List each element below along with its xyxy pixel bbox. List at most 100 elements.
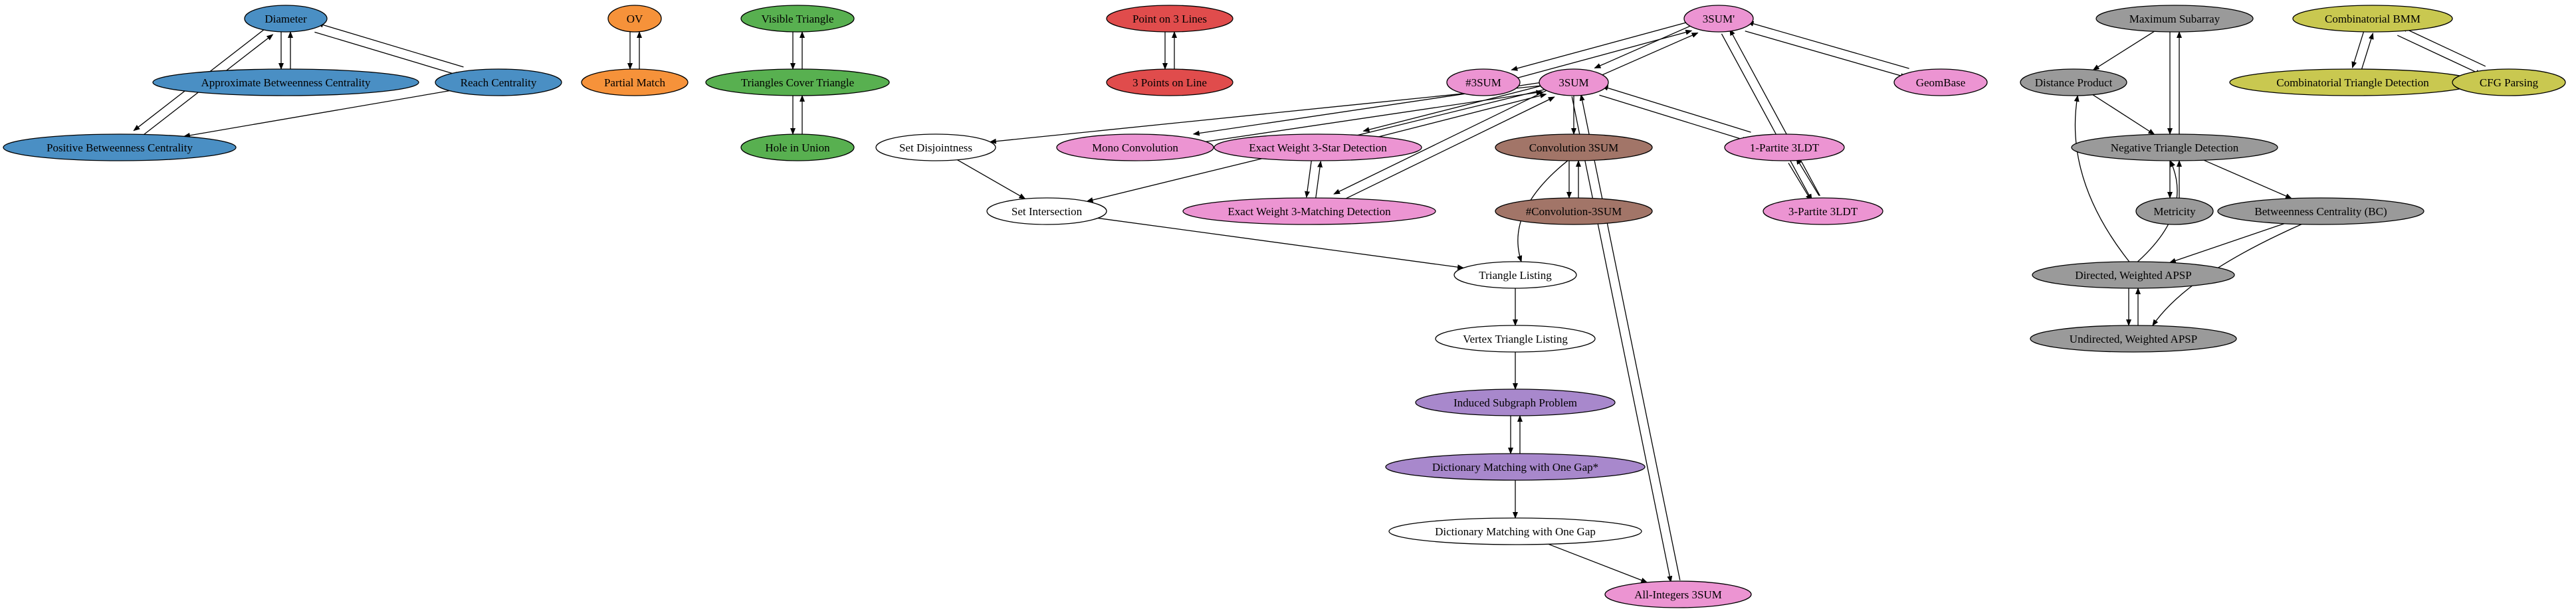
edge-ew3star-to-sum3 xyxy=(1365,93,1547,141)
node-label: Dictionary Matching with One Gap xyxy=(1435,525,1596,538)
node-sharp_conv3sum: #Convolution-3SUM xyxy=(1495,197,1653,225)
node-ellipse xyxy=(2135,197,2214,225)
node-ellipse xyxy=(244,5,328,33)
node-set_disjoint: Set Disjointness xyxy=(875,133,996,161)
node-sum3: 3SUM xyxy=(1539,68,1609,96)
node-label: Mono Convolution xyxy=(1092,141,1178,154)
node-ellipse xyxy=(1182,197,1436,225)
node-ellipse xyxy=(1388,517,1642,545)
edge-one_partite-to-three_partite xyxy=(1788,163,1812,201)
node-ew3star: Exact Weight 3-Star Detection xyxy=(1214,133,1422,161)
node-sharp3sum: #3SUM xyxy=(1446,68,1521,96)
node-ellipse xyxy=(1415,389,1616,416)
node-ellipse xyxy=(2071,133,2278,161)
edge-sum3_prime-to-sharp3sum xyxy=(1511,21,1689,71)
node-ellipse xyxy=(152,68,419,96)
edge-dist_product-to-neg_triangle xyxy=(2092,94,2155,135)
node-ellipse xyxy=(581,68,689,96)
edge-sum3-to-all_int_3sum xyxy=(1571,96,1673,583)
node-partial_match: Partial Match xyxy=(581,68,689,96)
node-three_partite: 3-Partite 3LDT xyxy=(1763,197,1883,225)
edge-set_disjoint-to-set_intersection xyxy=(957,159,1026,199)
edge-sum3_prime-to-geombase xyxy=(1745,31,1907,78)
node-label: Partial Match xyxy=(604,76,666,89)
node-label: Hole in Union xyxy=(765,141,830,154)
node-ellipse xyxy=(2292,5,2453,33)
node-label: #3SUM xyxy=(1465,76,1501,89)
node-label: 3SUM' xyxy=(1703,13,1735,25)
edge-sum3-to-set_disjoint xyxy=(989,85,1541,144)
node-ellipse xyxy=(2032,261,2235,289)
node-label: Triangle Listing xyxy=(1479,269,1552,282)
edges-layer xyxy=(133,21,2486,583)
edge-comb_tri-to-comb_bmm xyxy=(2361,33,2374,71)
node-pos_bc: Positive Betweenness Centrality xyxy=(3,133,237,161)
node-label: Induced Subgraph Problem xyxy=(1453,396,1577,409)
edge-sum3_prime-to-sum3 xyxy=(1594,24,1695,69)
edge-reach-to-diameter xyxy=(316,22,464,68)
node-ellipse xyxy=(607,5,662,33)
edge-all_int_3sum-to-sum3 xyxy=(1579,94,1681,580)
node-dict_gap: Dictionary Matching with One Gap xyxy=(1388,517,1642,545)
edge-sum3-to-ew3star xyxy=(1362,84,1545,133)
node-ellipse xyxy=(1214,133,1422,161)
edge-ew3match-to-ew3star xyxy=(1315,160,1323,199)
node-hole_union: Hole in Union xyxy=(740,133,855,161)
node-three_points_line: 3 Points on Line xyxy=(1106,68,1234,96)
node-all_int_3sum: All-Integers 3SUM xyxy=(1604,580,1752,608)
node-ellipse xyxy=(1604,580,1752,608)
edge-betweenness-to-dir_apsp xyxy=(2169,223,2285,264)
edge-one_partite-to-sum3 xyxy=(1601,85,1751,133)
node-ellipse xyxy=(1724,133,1845,161)
node-mono_conv: Mono Convolution xyxy=(1056,133,1214,161)
node-ellipse xyxy=(875,133,996,161)
node-label: Directed, Weighted APSP xyxy=(2075,269,2191,282)
node-dir_apsp: Directed, Weighted APSP xyxy=(2032,261,2235,289)
node-point_3_lines: Point on 3 Lines xyxy=(1106,5,1234,33)
node-ellipse xyxy=(2020,68,2127,96)
node-ellipse xyxy=(986,197,1107,225)
node-cfg: CFG Parsing xyxy=(2452,68,2566,96)
node-label: CFG Parsing xyxy=(2480,76,2539,89)
edge-sum3-to-sum3_prime xyxy=(1598,32,1699,77)
edge-comb_bmm-to-cfg xyxy=(2397,35,2482,76)
node-ellipse xyxy=(1453,261,1577,289)
node-metricity: Metricity xyxy=(2135,197,2214,225)
node-label: Diameter xyxy=(265,13,307,25)
node-ellipse xyxy=(705,68,890,96)
node-label: Convolution 3SUM xyxy=(1529,141,1619,154)
node-conv3sum: Convolution 3SUM xyxy=(1495,133,1653,161)
node-label: Maximum Subarray xyxy=(2129,13,2220,25)
edge-geombase-to-sum3_prime xyxy=(1747,21,1909,69)
edge-diameter-to-reach xyxy=(314,31,462,77)
node-neg_triangle: Negative Triangle Detection xyxy=(2071,133,2278,161)
edge-dir_apsp-to-dist_product xyxy=(2074,94,2130,262)
node-vertex_tri_listing: Vertex Triangle Listing xyxy=(1435,325,1596,353)
node-ellipse xyxy=(2030,325,2237,353)
node-label: Point on 3 Lines xyxy=(1132,13,1207,25)
edge-three_partite-to-one_partite xyxy=(1796,157,1820,196)
node-ellipse xyxy=(2095,5,2254,33)
node-betweenness: Betweenness Centrality (BC) xyxy=(2217,197,2424,225)
node-label: 3-Partite 3LDT xyxy=(1788,205,1858,218)
node-label: Set Intersection xyxy=(1012,205,1083,218)
edge-comb_bmm-to-comb_tri xyxy=(2351,30,2365,68)
node-label: Exact Weight 3-Star Detection xyxy=(1249,141,1387,154)
node-label: Negative Triangle Detection xyxy=(2111,141,2239,154)
edge-cfg-to-comb_bmm xyxy=(2401,26,2486,67)
node-ellipse xyxy=(740,133,855,161)
node-approx_bc: Approximate Betweenness Centrality xyxy=(152,68,419,96)
node-label: Positive Betweenness Centrality xyxy=(47,141,193,154)
node-label: Undirected, Weighted APSP xyxy=(2070,333,2197,345)
node-max_subarray: Maximum Subarray xyxy=(2095,5,2254,33)
node-label: #Convolution-3SUM xyxy=(1526,205,1622,218)
node-label: GeomBase xyxy=(1916,76,1966,89)
node-label: Metricity xyxy=(2153,205,2196,218)
node-ew3match: Exact Weight 3-Matching Detection xyxy=(1182,197,1436,225)
node-label: Combinatorial Triangle Detection xyxy=(2276,76,2429,89)
node-label: Reach Centrality xyxy=(461,76,537,89)
node-label: 3 Points on Line xyxy=(1132,76,1207,89)
node-label: Visible Triangle xyxy=(761,13,833,25)
node-label: All-Integers 3SUM xyxy=(1634,588,1722,601)
